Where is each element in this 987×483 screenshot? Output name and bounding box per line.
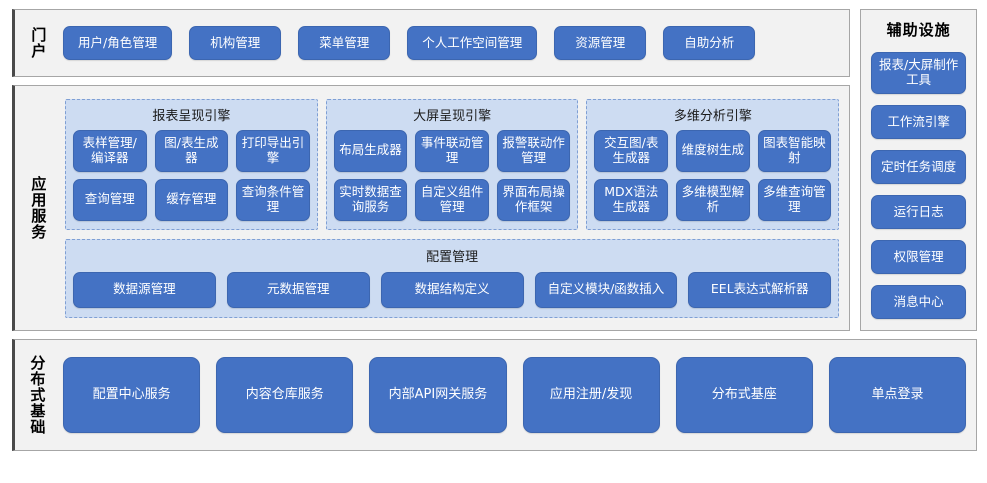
auxiliary-items: 报表/大屏制作工具 工作流引擎 定时任务调度 运行日志 权限管理 消息中心 bbox=[871, 52, 966, 320]
bigscreen-engine-grid: 布局生成器 事件联动管理 报警联动作管理 实时数据查询服务 自定义组件管理 界面… bbox=[333, 129, 571, 221]
portal-items: 用户/角色管理 机构管理 菜单管理 个人工作空间管理 资源管理 自助分析 bbox=[61, 10, 849, 76]
aux-tile-task-scheduler[interactable]: 定时任务调度 bbox=[871, 150, 966, 184]
dist-tile-config-center[interactable]: 配置中心服务 bbox=[63, 357, 201, 433]
bigscreen-tile-layout-generator[interactable]: 布局生成器 bbox=[333, 129, 408, 172]
bigscreen-tile-realtime-query[interactable]: 实时数据查询服务 bbox=[333, 178, 408, 221]
portal-tile-org[interactable]: 机构管理 bbox=[189, 26, 282, 60]
report-tile-print-export[interactable]: 打印导出引擎 bbox=[236, 129, 310, 172]
aux-tile-permission-management[interactable]: 权限管理 bbox=[871, 240, 966, 274]
report-tile-query-management[interactable]: 查询管理 bbox=[73, 178, 147, 221]
config-tile-custom-module[interactable]: 自定义模块/函数插入 bbox=[534, 271, 678, 308]
report-tile-cache-management[interactable]: 缓存管理 bbox=[154, 178, 229, 221]
olap-tile-interactive-chart[interactable]: 交互图/表生成器 bbox=[594, 129, 669, 172]
olap-tile-model-parsing[interactable]: 多维模型解析 bbox=[676, 178, 750, 221]
dist-tile-api-gateway[interactable]: 内部API网关服务 bbox=[369, 357, 507, 433]
config-tile-metadata[interactable]: 元数据管理 bbox=[226, 271, 370, 308]
dist-tile-app-registry[interactable]: 应用注册/发现 bbox=[522, 357, 660, 433]
auxiliary-section-label: 辅助设施 bbox=[886, 21, 951, 39]
olap-engine-group: 多维分析引擎 交互图/表生成器 维度树生成 图表智能映射 MDX语法生成器 多维… bbox=[586, 98, 840, 230]
olap-tile-dimension-tree[interactable]: 维度树生成 bbox=[676, 129, 750, 172]
portal-tile-user-role[interactable]: 用户/角色管理 bbox=[63, 26, 173, 60]
distributed-base-section: 分布式基础 配置中心服务 内容仓库服务 内部API网关服务 应用注册/发现 分布… bbox=[12, 339, 977, 451]
olap-tile-query-management[interactable]: 多维查询管理 bbox=[757, 178, 832, 221]
report-tile-template-compiler[interactable]: 表样管理/编译器 bbox=[73, 129, 147, 172]
olap-engine-title: 多维分析引擎 bbox=[673, 108, 752, 124]
dist-tile-sso[interactable]: 单点登录 bbox=[828, 357, 967, 433]
olap-tile-mdx-generator[interactable]: MDX语法生成器 bbox=[594, 178, 669, 221]
dist-tile-distributed-base[interactable]: 分布式基座 bbox=[675, 357, 813, 433]
report-tile-chart-generator[interactable]: 图/表生成器 bbox=[154, 129, 229, 172]
configuration-row: 数据源管理 元数据管理 数据结构定义 自定义模块/函数插入 EEL表达式解析器 bbox=[73, 271, 832, 308]
upper-area: 门户 用户/角色管理 机构管理 菜单管理 个人工作空间管理 资源管理 自助分析 … bbox=[12, 9, 977, 331]
report-tile-query-condition[interactable]: 查询条件管理 bbox=[236, 178, 310, 221]
portal-tile-menu[interactable]: 菜单管理 bbox=[298, 26, 391, 60]
aux-tile-workflow-engine[interactable]: 工作流引擎 bbox=[871, 105, 966, 139]
application-services-body: 报表呈现引擎 表样管理/编译器 图/表生成器 打印导出引擎 查询管理 缓存管理 … bbox=[61, 86, 849, 330]
olap-tile-smart-mapping[interactable]: 图表智能映射 bbox=[757, 129, 832, 172]
portal-tile-workspace[interactable]: 个人工作空间管理 bbox=[407, 26, 538, 60]
olap-engine-grid: 交互图/表生成器 维度树生成 图表智能映射 MDX语法生成器 多维模型解析 多维… bbox=[594, 129, 832, 221]
bigscreen-engine-title: 大屏呈现引擎 bbox=[413, 108, 492, 124]
application-services-section: 应用服务 报表呈现引擎 表样管理/编译器 图/表生成器 打印导出引擎 查询管理 … bbox=[12, 85, 851, 331]
distributed-base-items: 配置中心服务 内容仓库服务 内部API网关服务 应用注册/发现 分布式基座 单点… bbox=[59, 340, 976, 450]
aux-tile-runtime-log[interactable]: 运行日志 bbox=[871, 195, 966, 229]
aux-tile-message-center[interactable]: 消息中心 bbox=[871, 285, 966, 319]
report-engine-group: 报表呈现引擎 表样管理/编译器 图/表生成器 打印导出引擎 查询管理 缓存管理 … bbox=[65, 98, 318, 230]
bigscreen-tile-alarm-action[interactable]: 报警联动作管理 bbox=[496, 129, 571, 172]
dist-tile-content-repository[interactable]: 内容仓库服务 bbox=[216, 357, 354, 433]
configuration-title: 配置管理 bbox=[426, 249, 479, 265]
auxiliary-section: 辅助设施 报表/大屏制作工具 工作流引擎 定时任务调度 运行日志 权限管理 消息… bbox=[860, 9, 977, 331]
distributed-base-label: 分布式基础 bbox=[28, 355, 47, 435]
portal-tile-self-analysis[interactable]: 自助分析 bbox=[663, 26, 756, 60]
bigscreen-tile-custom-component[interactable]: 自定义组件管理 bbox=[415, 178, 489, 221]
left-column: 门户 用户/角色管理 机构管理 菜单管理 个人工作空间管理 资源管理 自助分析 … bbox=[12, 9, 851, 331]
bigscreen-tile-ui-layout-framework[interactable]: 界面布局操作框架 bbox=[496, 178, 571, 221]
configuration-group: 配置管理 数据源管理 元数据管理 数据结构定义 自定义模块/函数插入 EEL表达… bbox=[65, 238, 840, 318]
config-tile-eel-parser[interactable]: EEL表达式解析器 bbox=[688, 271, 832, 308]
engines-row: 报表呈现引擎 表样管理/编译器 图/表生成器 打印导出引擎 查询管理 缓存管理 … bbox=[65, 98, 840, 230]
portal-section-label: 门户 bbox=[29, 27, 48, 59]
portal-section: 门户 用户/角色管理 机构管理 菜单管理 个人工作空间管理 资源管理 自助分析 bbox=[12, 9, 851, 77]
config-tile-data-structure[interactable]: 数据结构定义 bbox=[380, 271, 524, 308]
bigscreen-tile-event-linkage[interactable]: 事件联动管理 bbox=[415, 129, 489, 172]
aux-tile-authoring-tool[interactable]: 报表/大屏制作工具 bbox=[871, 52, 966, 94]
bigscreen-engine-group: 大屏呈现引擎 布局生成器 事件联动管理 报警联动作管理 实时数据查询服务 自定义… bbox=[325, 98, 579, 230]
report-engine-title: 报表呈现引擎 bbox=[152, 108, 231, 124]
portal-tile-resource[interactable]: 资源管理 bbox=[554, 26, 647, 60]
config-tile-datasource[interactable]: 数据源管理 bbox=[73, 271, 216, 308]
report-engine-grid: 表样管理/编译器 图/表生成器 打印导出引擎 查询管理 缓存管理 查询条件管理 bbox=[73, 129, 310, 221]
application-services-label: 应用服务 bbox=[29, 176, 48, 240]
